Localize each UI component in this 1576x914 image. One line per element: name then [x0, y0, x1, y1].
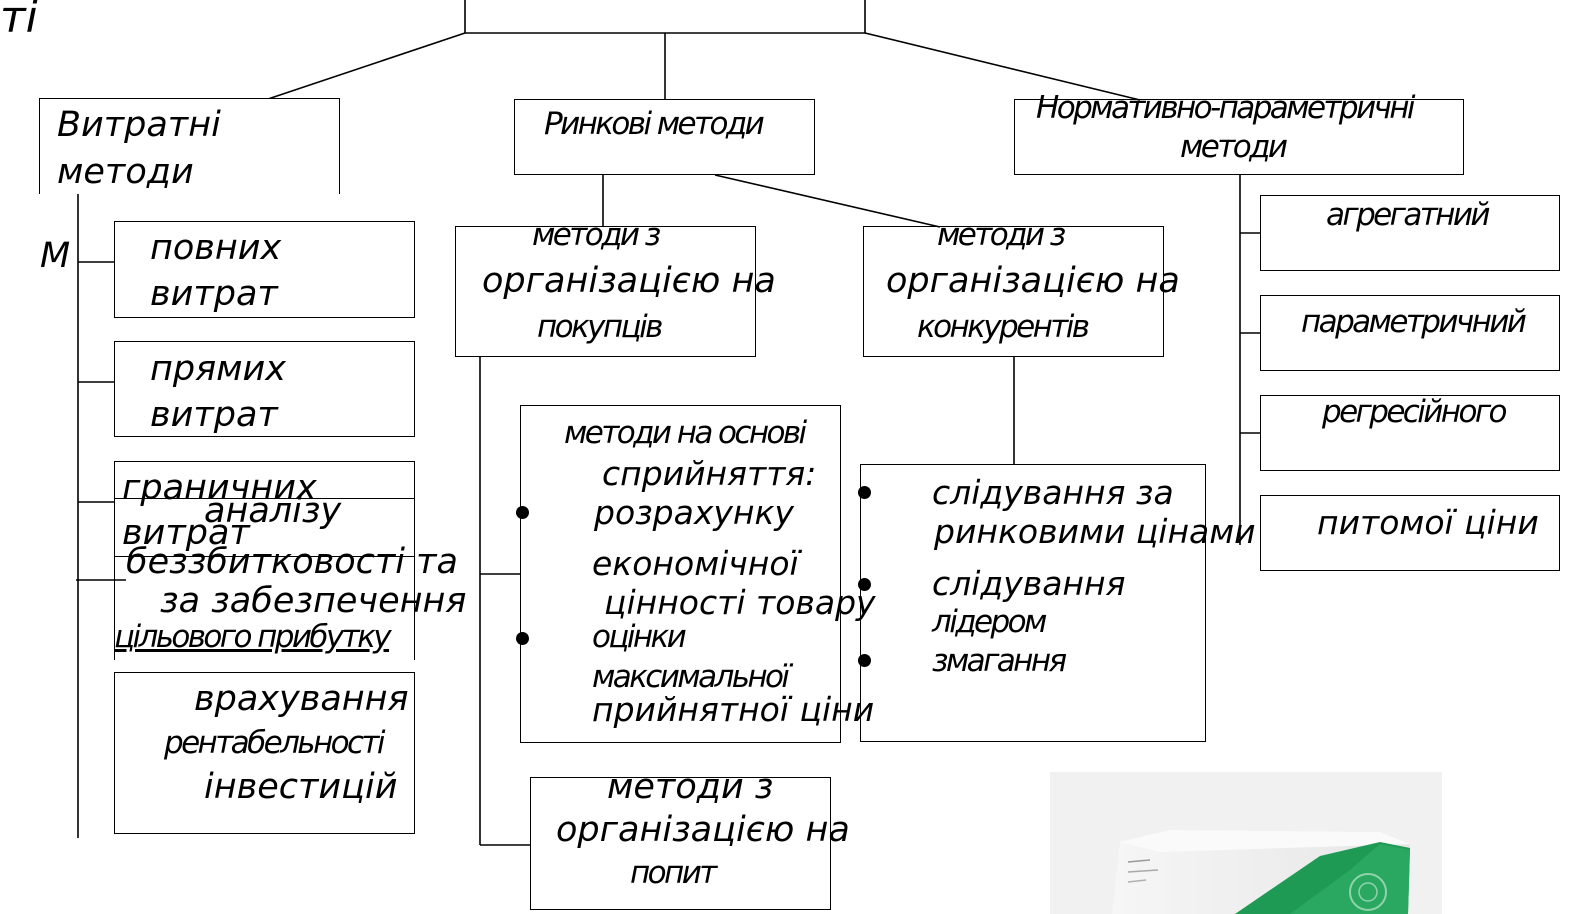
competitors-methods-line3: конкурентів: [917, 309, 1090, 345]
breakeven-line3: за забезпечення: [160, 581, 467, 621]
parametric-method-box: [1260, 295, 1560, 371]
competitors-methods-box: [863, 226, 1164, 357]
parametric-method-label: параметричний: [1301, 304, 1527, 340]
demand-methods-line3: попит: [630, 855, 717, 891]
perception-methods-box: [520, 405, 841, 743]
following-line4: лідером: [932, 604, 1047, 640]
demand-methods-line1: методи з: [607, 767, 774, 807]
bullet-dot: [858, 486, 871, 499]
normative-methods-box: [1014, 99, 1464, 175]
buyers-methods-line1: методи з: [532, 217, 661, 253]
marginal-costs-line1: граничних: [122, 468, 317, 508]
full-costs-line2: витрат: [150, 274, 278, 314]
buyers-methods-box: [455, 226, 756, 357]
demand-methods-line2: організацією на: [556, 810, 850, 850]
full-costs-box: [114, 221, 415, 318]
specific-price-method-label: питомої ціни: [1317, 503, 1539, 542]
aggregate-method-label: агрегатний: [1326, 197, 1491, 233]
direct-costs-line2: витрат: [150, 395, 278, 435]
regression-method-label: регресійного: [1322, 394, 1507, 430]
following-line3: слідування: [932, 564, 1126, 603]
roi-line3: інвестицій: [204, 767, 398, 807]
roi-line2: рентабельності: [164, 725, 386, 761]
bullet-dot: [858, 578, 871, 591]
perception-line7: максимальної: [592, 659, 790, 695]
side-letter: М: [40, 236, 71, 276]
regression-method-box: [1260, 395, 1560, 471]
roi-line1: врахування: [194, 679, 409, 719]
market-methods-box: [514, 99, 815, 175]
breakeven-line1: аналізу: [204, 491, 342, 531]
following-line1: слідування за: [932, 473, 1174, 512]
connector-root-normative: [864, 32, 1141, 101]
demand-methods-box: [530, 777, 831, 910]
following-line5: змагання: [932, 643, 1067, 679]
perception-line3: розрахунку: [594, 493, 794, 532]
perception-line1: методи на основі: [564, 415, 807, 451]
roi-box: [114, 672, 415, 834]
perception-line4: економічної: [592, 544, 799, 583]
specific-price-method-box: [1260, 495, 1560, 571]
cost-methods-box: [39, 98, 340, 194]
breakeven-line2: беззбитковості та: [126, 542, 458, 582]
normative-methods-line1: Нормативно-параметричні: [1036, 90, 1416, 126]
product-box-image: [1050, 772, 1442, 914]
full-costs-line1: повних: [150, 228, 282, 268]
aggregate-method-box: [1260, 195, 1560, 271]
market-methods-title: Ринкові методи: [544, 106, 765, 142]
direct-costs-line1: прямих: [150, 349, 287, 389]
perception-line8: прийнятної ціни: [592, 690, 875, 729]
breakeven-line4: цільового прибутку: [114, 619, 392, 655]
cost-methods-title-line1: Витратні: [57, 105, 221, 145]
perception-line6: оцінки: [592, 619, 687, 655]
buyers-methods-line2: організацією на: [482, 261, 776, 301]
perception-line5: цінності товару: [604, 583, 876, 622]
breakeven-box: [114, 498, 415, 660]
competitors-methods-line1: методи з: [937, 217, 1066, 253]
direct-costs-box: [114, 341, 415, 437]
connector-market-competitors: [714, 174, 941, 228]
competitors-methods-line2: організацією на: [886, 261, 1180, 301]
cost-methods-title-line2: методи: [57, 152, 194, 192]
root-box-outline: [464, 0, 866, 34]
perception-line2: сприйняття:: [602, 454, 817, 493]
following-line2: ринковими цінами: [934, 512, 1256, 551]
bullet-dot: [516, 506, 529, 519]
bullet-dot: [858, 654, 871, 667]
normative-methods-line2: методи: [1180, 129, 1288, 165]
price-following-box: [860, 464, 1206, 742]
buyers-methods-line3: покупців: [537, 309, 663, 345]
corner-title-fragment: ті: [0, 0, 38, 43]
marginal-costs-line2: витрат: [122, 513, 250, 553]
connector-root-cost: [267, 32, 466, 100]
bullet-dot: [516, 632, 529, 645]
